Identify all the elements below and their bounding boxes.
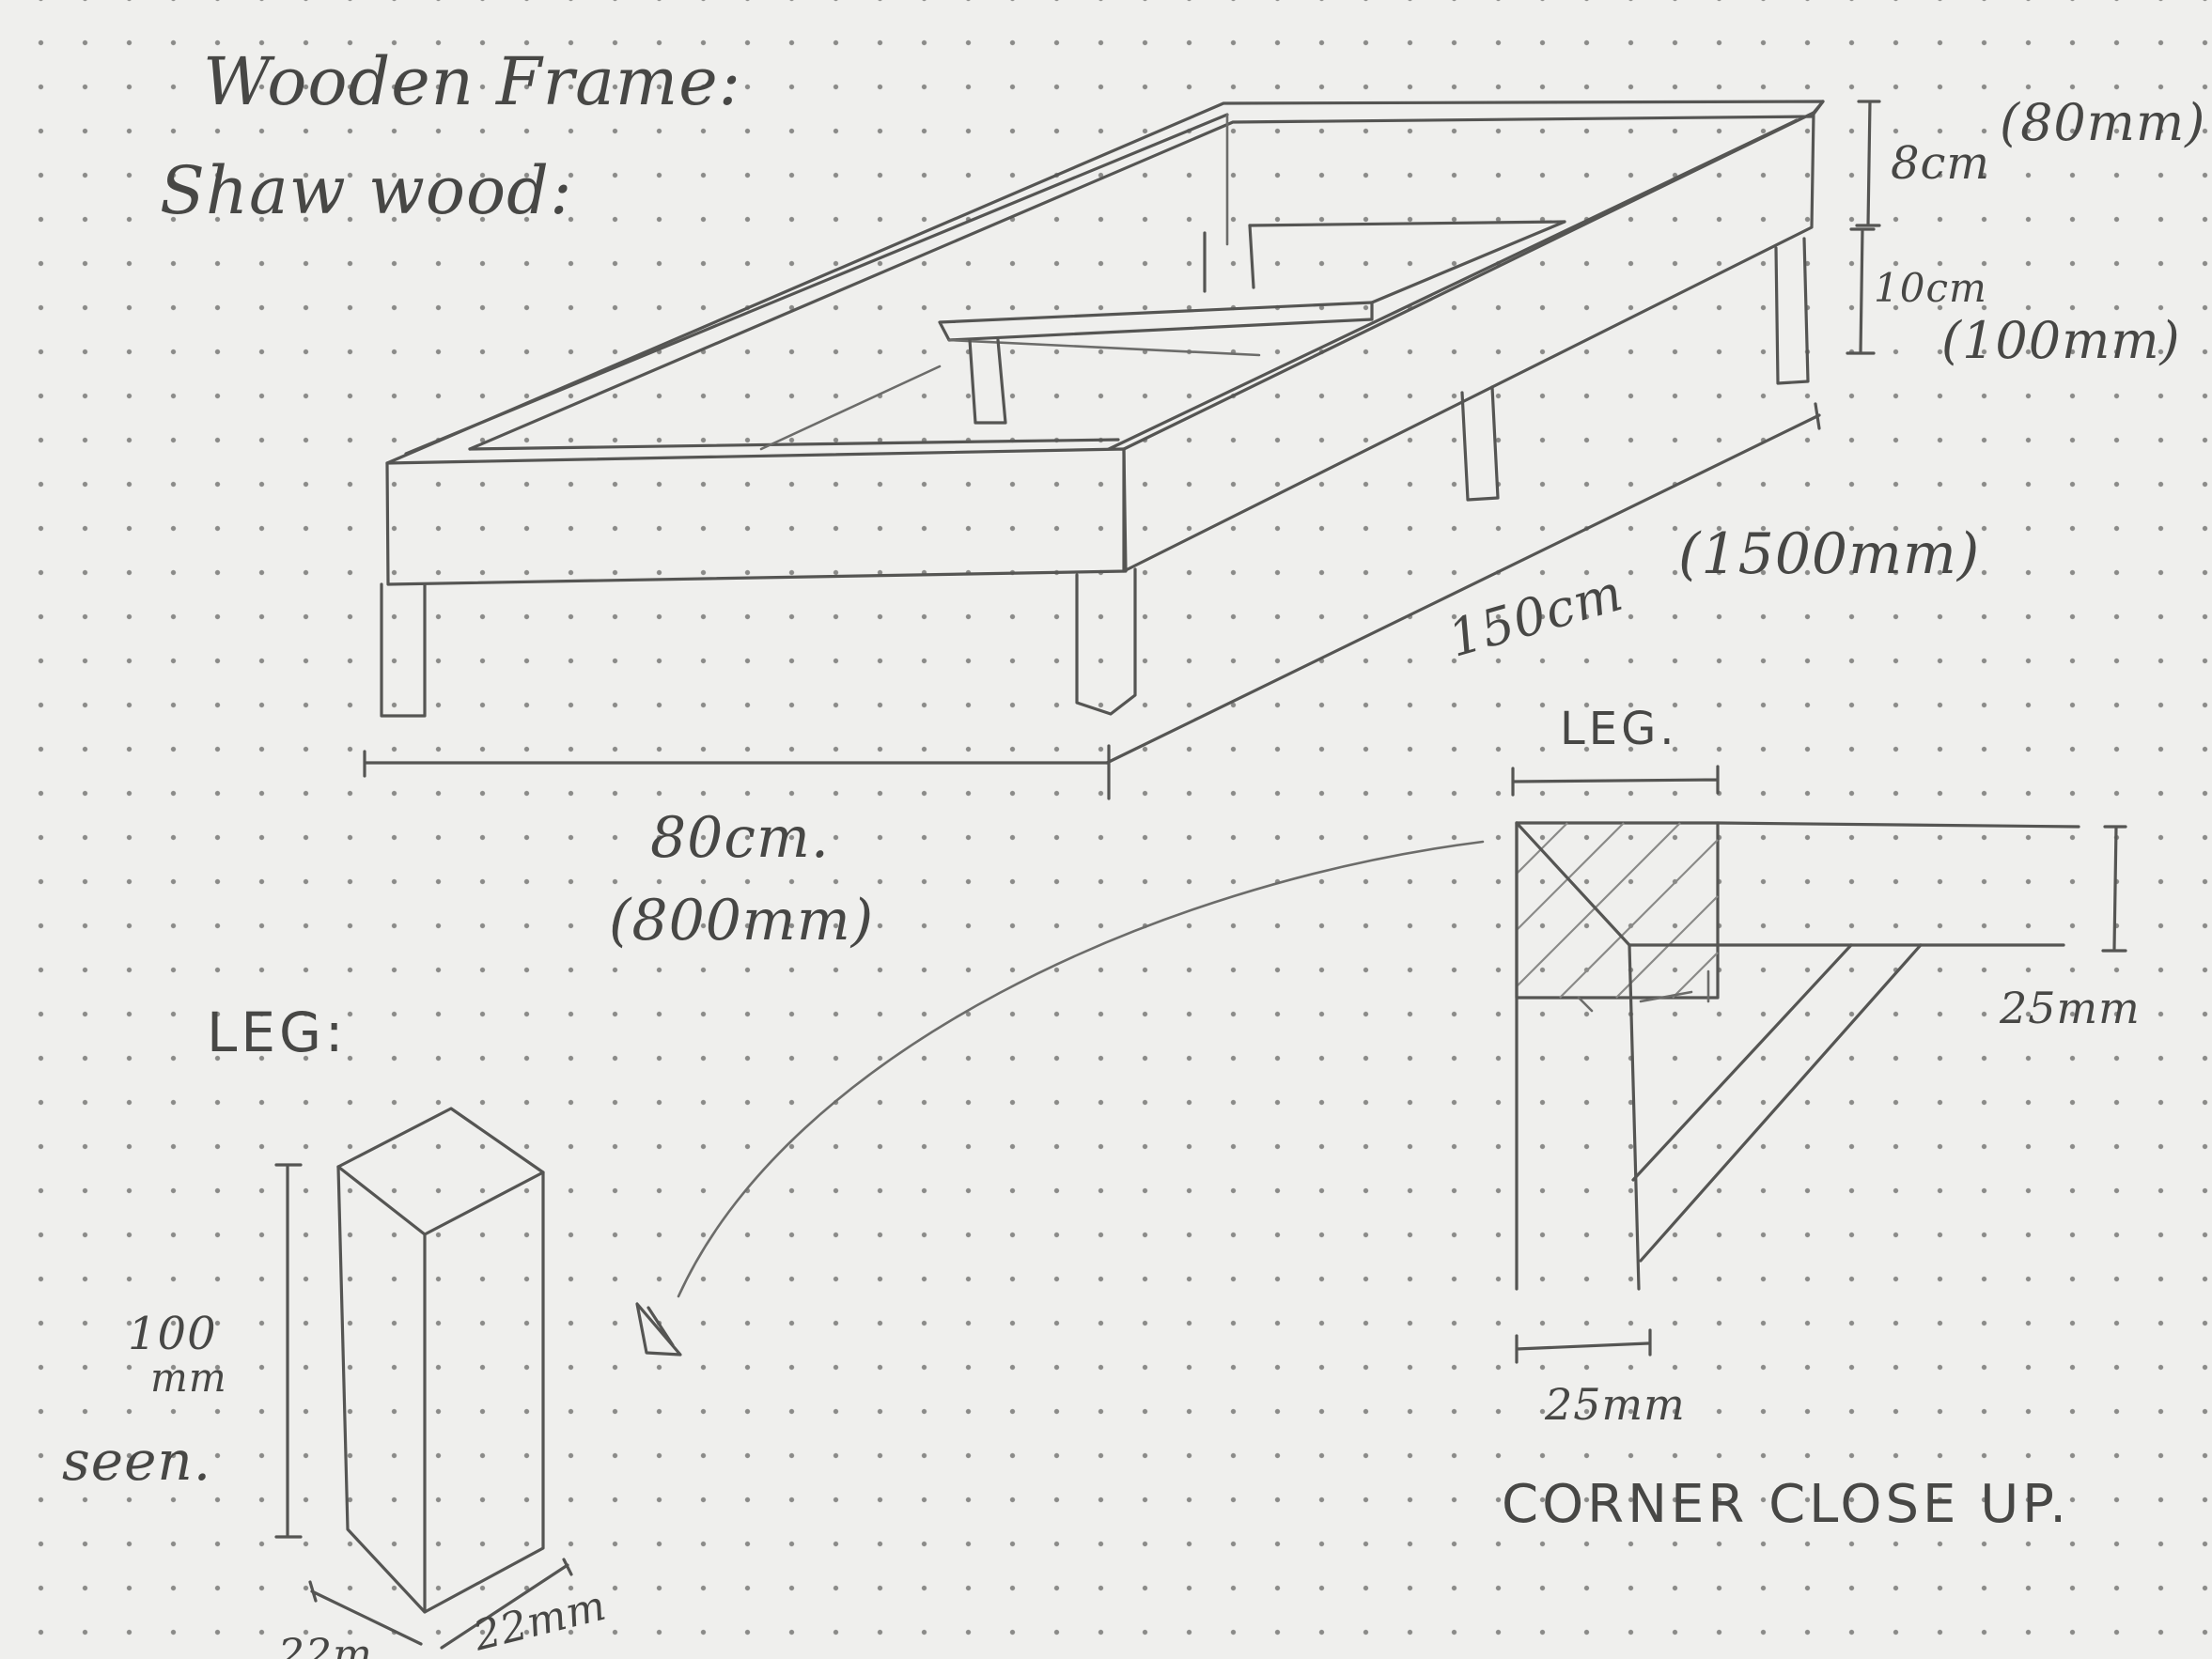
height-leg-cm-label: 10cm — [1874, 265, 1987, 311]
leg-block-top — [336, 1107, 545, 1236]
width-cm-label: 80cm. — [650, 805, 830, 871]
corner-brace — [1631, 943, 1923, 1263]
leg-detail-drawing — [274, 1107, 573, 1650]
leg-block-sides — [336, 1165, 545, 1614]
leg-height-unit: mm — [150, 1355, 227, 1401]
corner-rail-height-dim — [2101, 825, 2127, 953]
frame-top-inner-left — [404, 113, 1229, 456]
corner-inner-dim — [1577, 969, 1710, 1013]
center-leg-back — [1203, 224, 1255, 293]
side-middle-leg — [1460, 385, 1500, 502]
bed-frame-drawing — [380, 100, 1825, 718]
leg-width-dim — [308, 1558, 573, 1650]
center-support-back — [1248, 220, 1566, 227]
width-mm-label: (800mm) — [609, 888, 875, 954]
height-top-dim-line — [1855, 100, 1881, 227]
corner-leg-width-dim — [1511, 765, 1720, 797]
title-line-1: Wooden Frame: — [203, 43, 742, 120]
frame-top-left-rail — [385, 100, 1825, 465]
height-top-cm-label: 8cm — [1891, 137, 1990, 190]
corner-bottom-dim-label: 25mm — [1545, 1379, 1686, 1430]
frame-top-inner-right — [1107, 118, 1799, 451]
length-dim-line — [1105, 402, 1821, 765]
corner-miter — [1515, 821, 1631, 947]
height-leg-mm-label: (100mm) — [1941, 311, 2181, 370]
frame-right-face — [1122, 111, 1815, 573]
detail-callout-curve — [677, 840, 1485, 1298]
corner-side-dim: 25mm — [2000, 983, 2141, 1033]
center-leg-front — [968, 338, 1007, 425]
corner-detail-drawing — [1511, 765, 2127, 1364]
length-mm-label: (1500mm) — [1678, 521, 1981, 587]
corner-leg-label: LEG. — [1560, 703, 1678, 755]
center-support-right — [1370, 220, 1566, 304]
back-right-leg — [1774, 237, 1810, 385]
frame-inner-line — [759, 364, 942, 451]
corner-caption: CORNER CLOSE UP. — [1502, 1474, 2071, 1535]
front-left-leg — [380, 582, 427, 718]
title-line-2: Shaw wood: — [160, 152, 573, 229]
leg-height-value: 100 — [128, 1308, 217, 1360]
height-leg-dim-line — [1846, 227, 1876, 355]
frame-front-face — [385, 447, 1128, 586]
width-dim-line — [363, 744, 1111, 800]
corner-leg-vertical — [1515, 821, 1641, 1291]
center-support-top — [938, 301, 1374, 342]
frame-top-front-inner — [468, 438, 1120, 451]
leg-bottom-left-dim: 22m — [278, 1631, 373, 1659]
front-right-leg — [1075, 567, 1137, 716]
corner-bottom-dim — [1515, 1328, 1652, 1364]
corner-leg-section — [1515, 821, 1720, 1000]
corner-hatching — [1516, 822, 1719, 999]
leg-note: seen. — [62, 1429, 212, 1493]
frame-dimension-lines — [363, 100, 1881, 800]
center-support-edge — [947, 338, 1261, 357]
leg-detail-title: LEG: — [207, 1000, 348, 1064]
corner-rail — [1628, 821, 2080, 947]
height-top-mm-label: (80mm) — [2000, 93, 2206, 152]
leg-height-dim — [274, 1163, 303, 1539]
callout-marker-icon — [635, 1302, 682, 1357]
